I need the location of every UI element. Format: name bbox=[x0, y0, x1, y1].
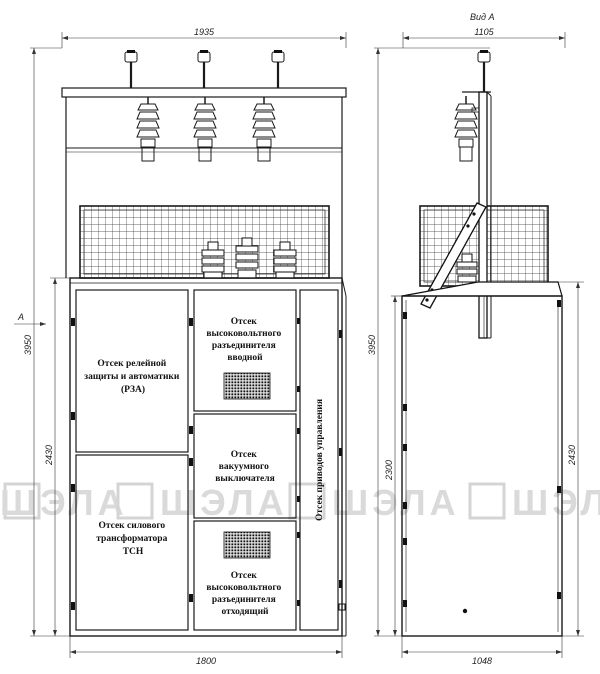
svg-text:1935: 1935 bbox=[194, 27, 215, 37]
vent-grill-output bbox=[223, 531, 271, 559]
side-cabinet-body bbox=[401, 281, 563, 637]
dim-front-cabinet-height: 2430 bbox=[44, 277, 72, 636]
side-earth-point bbox=[462, 608, 468, 614]
surge-arrester-1 bbox=[136, 97, 160, 162]
dim-front-total-width: 1935 bbox=[61, 27, 347, 48]
dim-side-cabinet-height: 2430 bbox=[556, 281, 584, 637]
svg-text:1105: 1105 bbox=[474, 27, 494, 37]
dim-front-base-width: 1800 bbox=[69, 636, 343, 666]
label-vacuum: Отсек вакуумного выключателя bbox=[215, 450, 274, 484]
svg-text:2430: 2430 bbox=[44, 445, 54, 466]
door-output-disconnector: Отсек высоковольтного разъединителя отхо… bbox=[193, 520, 297, 631]
svg-text:2430: 2430 bbox=[567, 445, 577, 466]
watermark-text: ШЭЛА bbox=[160, 482, 288, 523]
label-drives: Отсек приводов управления bbox=[315, 399, 325, 521]
door-control-drives: Отсек приводов управления bbox=[299, 289, 339, 631]
watermark-text: ШЭЛА bbox=[332, 482, 460, 523]
bushing-group bbox=[201, 237, 297, 279]
front-view: 1935 3950 2430 А bbox=[14, 27, 347, 666]
door-hinges bbox=[71, 318, 346, 611]
label-input: Отсек высоковольтного разъединителя ввод… bbox=[206, 317, 283, 363]
bushing-1 bbox=[201, 241, 225, 279]
watermark-text: ШЭЛА bbox=[512, 482, 600, 523]
dim-side-total-width: 1105 bbox=[402, 27, 566, 48]
side-bushing bbox=[456, 253, 478, 283]
watermark-logo-2: ШЭЛА bbox=[116, 482, 288, 523]
side-view: Вид А 1105 3950 2300 2430 bbox=[367, 12, 584, 666]
door-tsn: Отсек силового трансформатора ТСН bbox=[75, 454, 189, 631]
dim-side-base-width: 1048 bbox=[401, 636, 563, 666]
vent-grill-input bbox=[223, 372, 271, 400]
door-vacuum-breaker: Отсек вакуумного выключателя bbox=[193, 413, 297, 519]
bushing-2 bbox=[235, 237, 259, 279]
svg-text:2300: 2300 bbox=[384, 460, 394, 481]
side-surge-arrester bbox=[454, 96, 480, 162]
dim-front-total-height: 3950 bbox=[23, 47, 70, 637]
watermark-logo-4: ШЭЛА bbox=[468, 482, 600, 523]
surge-arrester-3 bbox=[252, 97, 276, 162]
dim-side-total-height: 3950 bbox=[367, 47, 490, 637]
post-insulator-1 bbox=[124, 50, 138, 88]
door-rza: Отсек релейной защиты и автоматики (РЗА) bbox=[75, 289, 189, 453]
section-marker: А bbox=[14, 312, 46, 326]
watermark-logo-3: ШЭЛА bbox=[288, 482, 460, 523]
label-tsn: Отсек силового трансформатора ТСН bbox=[96, 521, 169, 557]
post-insulator-2 bbox=[197, 50, 211, 88]
svg-text:3950: 3950 bbox=[367, 335, 377, 355]
watermark-logo-1: ШЭЛА bbox=[0, 482, 128, 523]
label-rza: Отсек релейной защиты и автоматики (РЗА) bbox=[84, 358, 182, 395]
view-title: Вид А bbox=[470, 12, 495, 22]
svg-text:3950: 3950 bbox=[23, 335, 33, 355]
svg-text:1048: 1048 bbox=[472, 656, 492, 666]
svg-text:1800: 1800 bbox=[196, 656, 216, 666]
svg-text:А: А bbox=[17, 312, 24, 322]
dim-side-body-height: 2300 bbox=[384, 295, 406, 636]
surge-arrester-2 bbox=[193, 97, 217, 162]
bushing-3 bbox=[273, 241, 297, 279]
cabinet-body bbox=[69, 277, 347, 637]
label-output: Отсек высоковольтного разъединителя отхо… bbox=[206, 571, 283, 617]
post-insulator-3 bbox=[271, 50, 285, 88]
door-input-disconnector: Отсек высоковольтного разъединителя ввод… bbox=[193, 289, 297, 412]
watermark-text: ШЭЛА bbox=[0, 482, 128, 523]
